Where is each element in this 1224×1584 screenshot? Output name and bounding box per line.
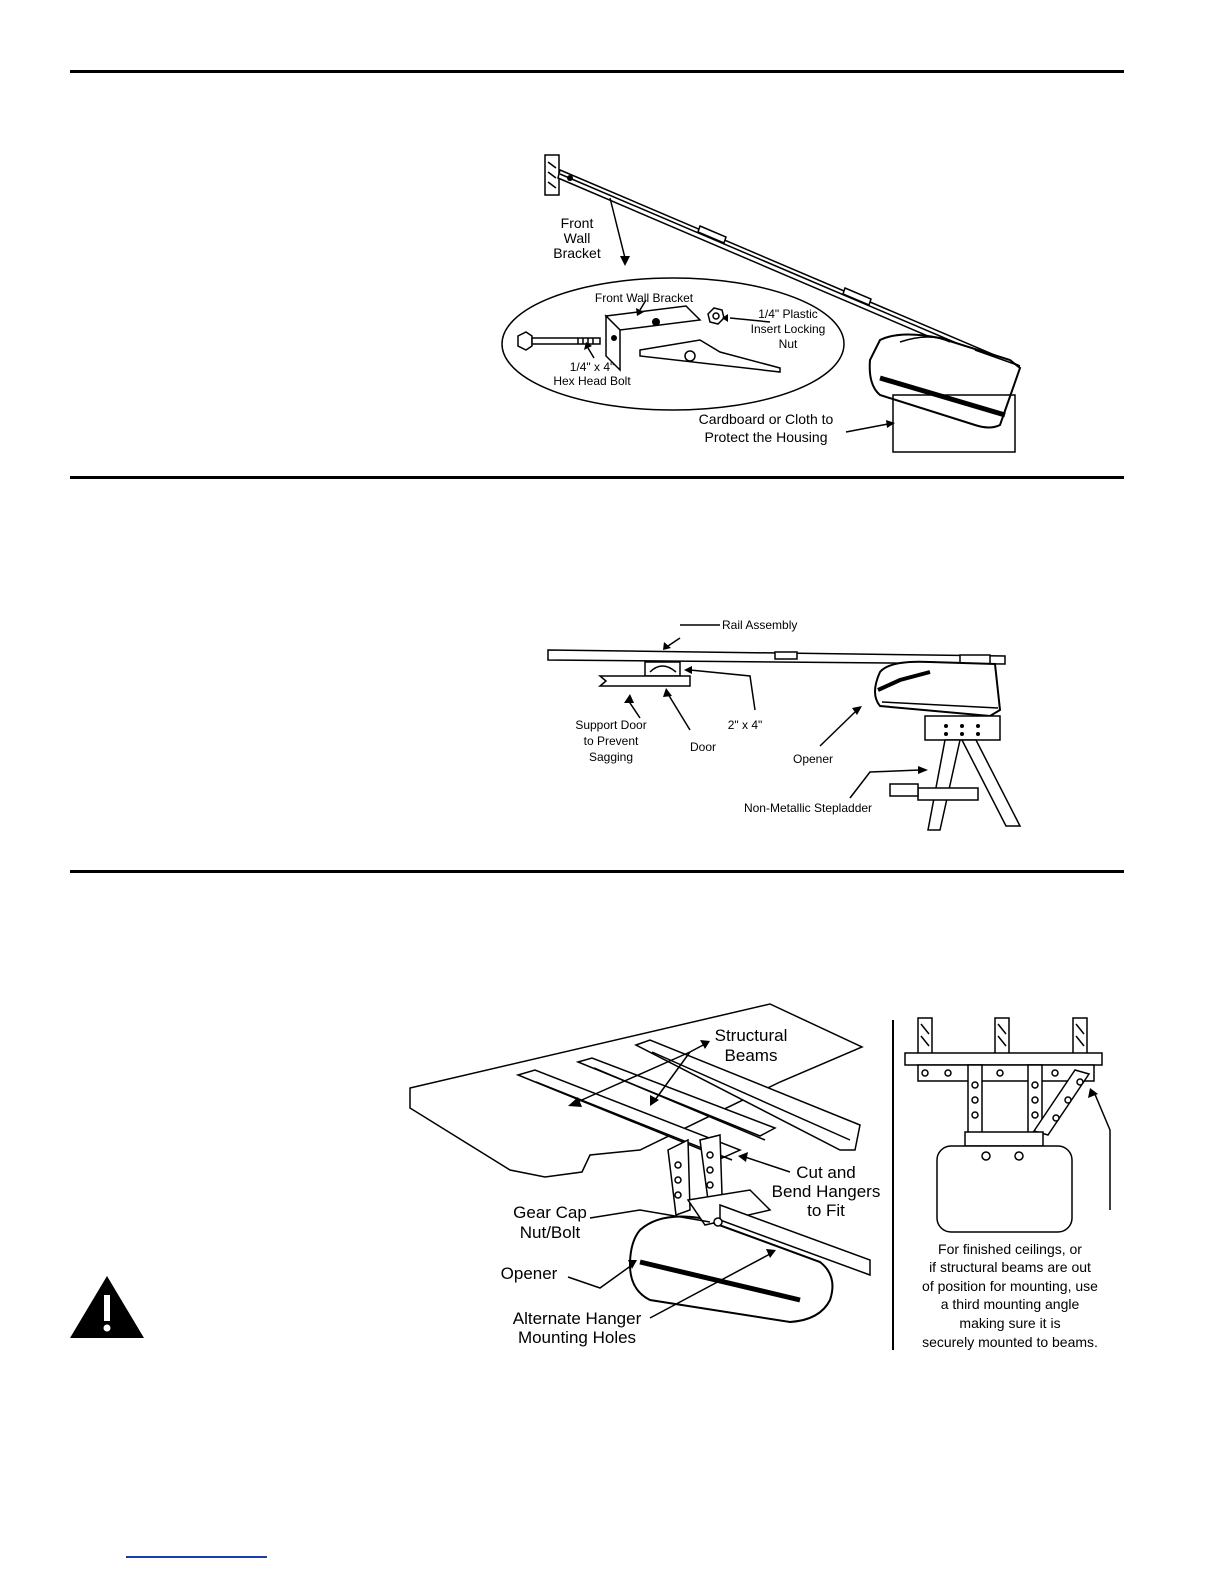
front-wall-bracket-label: Bracket	[553, 245, 601, 261]
finished-ceiling-note: a third mounting angle	[941, 1296, 1080, 1312]
cut-bend-hangers-label: to Fit	[807, 1201, 845, 1220]
locking-nut-label: Nut	[779, 337, 798, 351]
locking-nut-label: 1/4" Plastic	[758, 307, 818, 321]
ceiling-hanger-diagram: Structural Beams Cut and Bend Hangers to…	[70, 1003, 1111, 1350]
cut-bend-hangers-label: Cut and	[796, 1163, 856, 1182]
front-wall-bracket-label: Front	[561, 215, 594, 231]
front-wall-bracket-label: Wall	[564, 230, 591, 246]
support-door-label: Support Door	[575, 718, 646, 732]
finished-ceiling-note: For finished ceilings, or	[938, 1241, 1082, 1257]
section-divider	[70, 70, 1124, 73]
rail-assembly-label: Rail Assembly	[722, 618, 797, 632]
structural-beams-label: Beams	[725, 1046, 778, 1065]
alternate-hanger-label: Alternate Hanger	[513, 1309, 642, 1328]
warning-icon	[70, 1276, 144, 1338]
gear-cap-label: Nut/Bolt	[520, 1223, 581, 1242]
cardboard-label: Protect the Housing	[705, 429, 828, 445]
hex-bolt-label: Hex Head Bolt	[553, 374, 631, 388]
two-by-four-label: 2" x 4"	[728, 718, 763, 732]
cardboard-label: Cardboard or Cloth to	[699, 411, 834, 427]
alternate-hanger-label: Mounting Holes	[518, 1328, 636, 1347]
opener-label: Opener	[793, 752, 833, 766]
hex-bolt-label: 1/4" x 4"	[570, 360, 615, 374]
door-label: Door	[690, 740, 716, 754]
inset-front-wall-bracket-label: Front Wall Bracket	[595, 291, 694, 305]
page-link-underline	[126, 1556, 267, 1558]
cut-bend-hangers-label: Bend Hangers	[772, 1182, 881, 1201]
front-wall-bracket-diagram: Front Wall Bracket Front Wall Bracket 1/…	[501, 154, 1022, 453]
stepladder-label: Non-Metallic Stepladder	[744, 801, 872, 815]
gear-cap-label: Gear Cap	[513, 1203, 587, 1222]
support-door-label: Sagging	[589, 750, 633, 764]
locking-nut-label: Insert Locking	[751, 322, 826, 336]
support-door-label: to Prevent	[584, 734, 639, 748]
opener-label: Opener	[501, 1264, 558, 1283]
section-divider	[70, 476, 1124, 479]
finished-ceiling-note: of position for mounting, use	[922, 1278, 1098, 1294]
section-divider	[70, 870, 1124, 873]
structural-beams-label: Structural	[715, 1026, 788, 1045]
finished-ceiling-note: making sure it is	[959, 1315, 1060, 1331]
finished-ceiling-note: securely mounted to beams.	[922, 1334, 1098, 1350]
finished-ceiling-note: if structural beams are out	[929, 1259, 1091, 1275]
rail-assembly-stepladder-diagram: Rail Assembly Support Door to Prevent Sa…	[547, 618, 1022, 831]
